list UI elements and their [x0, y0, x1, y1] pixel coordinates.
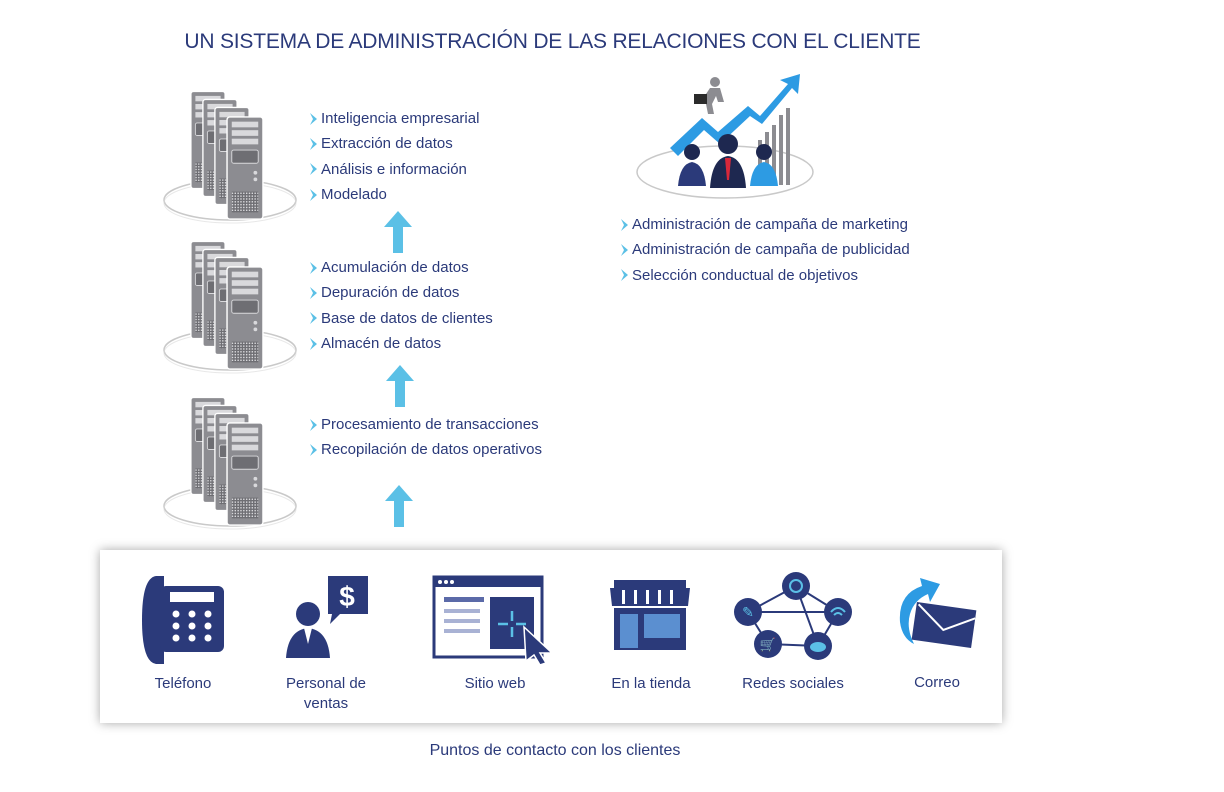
chevron-right-icon [308, 418, 320, 432]
list-item: Modelado [308, 182, 479, 207]
touchpoint-label: Correo [914, 674, 960, 691]
chevron-right-icon [308, 112, 320, 126]
touchpoint-label: Personal de ventas [285, 675, 367, 712]
up-arrow-icon [385, 364, 415, 408]
chevron-right-icon [308, 261, 320, 275]
svg-text:$: $ [339, 581, 355, 612]
tier-3-list: Procesamiento de transacciones Recopilac… [308, 412, 542, 463]
touchpoints-caption: Puntos de contacto con los clientes [429, 742, 681, 759]
up-arrow-icon [383, 210, 413, 254]
email-icon [899, 578, 977, 648]
list-item: Base de datos de clientes [308, 306, 493, 331]
list-item: Administración de campaña de marketing [619, 212, 910, 237]
business-growth-icon [636, 74, 814, 199]
up-arrow-icon [384, 484, 414, 528]
svg-text:✎: ✎ [742, 605, 754, 621]
touchpoints-panel [100, 550, 1002, 723]
server-stack-icon [162, 240, 307, 375]
marketing-list: Administración de campaña de marketing A… [619, 212, 910, 288]
salesperson-icon: $ [286, 576, 368, 658]
chevron-right-icon [308, 137, 320, 151]
chevron-right-icon [619, 218, 631, 232]
chevron-right-icon [308, 162, 320, 176]
chevron-right-icon [619, 243, 631, 257]
list-item: Almacén de datos [308, 331, 493, 356]
list-item: Procesamiento de transacciones [308, 412, 542, 437]
touchpoint-label: Teléfono [154, 675, 212, 692]
touchpoint-label: En la tienda [611, 675, 691, 692]
server-stack-icon [162, 396, 307, 531]
tier-1-list: Inteligencia empresarial Extracción de d… [308, 106, 479, 208]
list-item: Depuración de datos [308, 280, 493, 305]
chevron-right-icon [308, 311, 320, 325]
telephone-icon [142, 576, 224, 664]
chevron-right-icon [308, 443, 320, 457]
list-item: Extracción de datos [308, 131, 479, 156]
list-item: Administración de campaña de publicidad [619, 237, 910, 262]
tier-2-list: Acumulación de datos Depuración de datos… [308, 255, 493, 357]
store-icon [610, 580, 690, 650]
svg-text:🛒: 🛒 [760, 637, 776, 653]
website-icon [432, 575, 554, 665]
server-stack-icon [162, 90, 307, 225]
diagram-title: UN SISTEMA DE ADMINISTRACIÓN DE LAS RELA… [184, 30, 921, 53]
touchpoint-label: Redes sociales [742, 675, 844, 692]
list-item: Inteligencia empresarial [308, 106, 479, 131]
chevron-right-icon [308, 188, 320, 202]
list-item: Selección conductual de objetivos [619, 263, 910, 288]
social-network-icon: ✎ 🛒 [734, 572, 852, 660]
chevron-right-icon [308, 286, 320, 300]
chevron-right-icon [308, 337, 320, 351]
list-item: Acumulación de datos [308, 255, 493, 280]
list-item: Análisis e información [308, 157, 479, 182]
touchpoint-label: Sitio web [464, 675, 526, 692]
list-item: Recopilación de datos operativos [308, 437, 542, 462]
chevron-right-icon [619, 268, 631, 282]
